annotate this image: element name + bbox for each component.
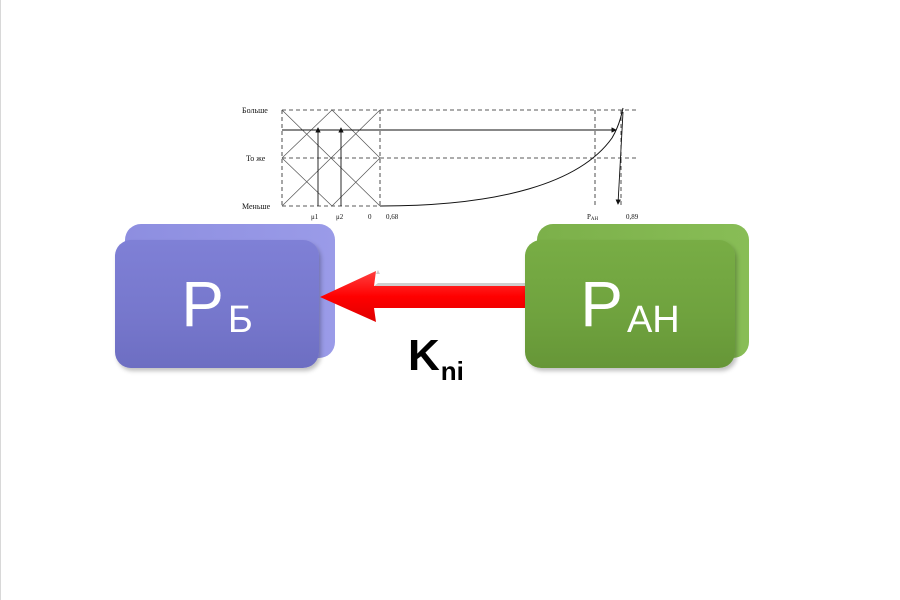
cross-line xyxy=(281,109,381,207)
y-label-same: То же xyxy=(246,154,266,163)
curve xyxy=(379,107,624,207)
relation-graph: Больше То же Меньше μ1 μ2 0 0,68 xyxy=(242,106,639,222)
box-p-b-subscript: Б xyxy=(227,298,253,341)
cross-line xyxy=(281,109,333,159)
red-arrow-shape xyxy=(320,271,529,322)
cross-line xyxy=(331,157,381,207)
x-label-mu2: μ2 xyxy=(336,213,344,221)
y-label-more: Больше xyxy=(242,106,268,115)
y-label-less: Меньше xyxy=(242,202,271,211)
arrow-down xyxy=(615,111,624,205)
x-label-089: 0,89 xyxy=(626,213,639,221)
x-label-pan: PАН xyxy=(587,213,599,222)
coefficient-subscript: ni xyxy=(440,356,464,386)
coefficient-main: K xyxy=(408,331,440,380)
page-edge xyxy=(0,0,1,600)
box-p-an-letter: P xyxy=(580,268,623,340)
box-p-b-letter: P xyxy=(181,268,224,340)
x-label-mu1: μ1 xyxy=(311,213,319,221)
x-label-pan-sub: АН xyxy=(591,217,599,222)
x-label-068: 0,68 xyxy=(386,213,399,221)
x-label-pan-main: P xyxy=(587,213,591,221)
box-p-an-subscript: АН xyxy=(626,298,680,341)
coefficient-label: Kni xyxy=(408,331,464,386)
cross-line xyxy=(281,157,333,207)
cross-line xyxy=(331,109,381,159)
red-arrow xyxy=(320,270,529,322)
x-label-zero: 0 xyxy=(368,213,372,221)
